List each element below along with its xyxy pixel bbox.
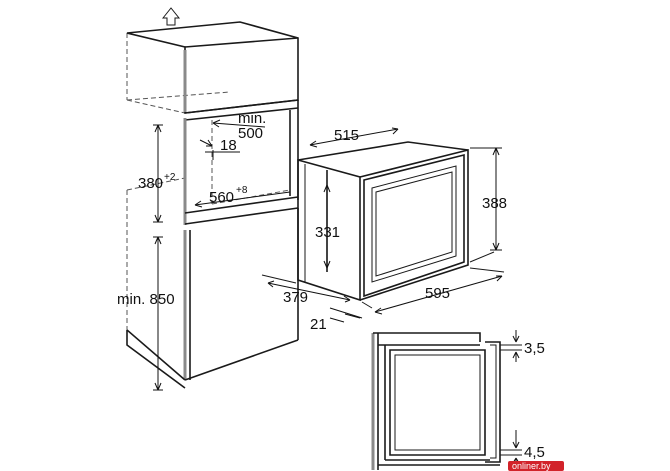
niche-width-dimension: 560 +8 (194, 185, 291, 208)
oven-width-dimension: 595 (361, 267, 505, 315)
bottom-gap-dimension: 4,5 (500, 430, 545, 466)
niche-height-tolerance: +2 (164, 172, 176, 183)
oven-body-height-dimension: 331 (315, 184, 340, 269)
oven-body-depth-label: 379 (283, 289, 308, 306)
niche-depth-line2: 500 (238, 125, 263, 142)
watermark-text: onliner.by (512, 461, 551, 471)
section-detail (371, 332, 501, 470)
niche-width-label: 560 (209, 189, 234, 206)
oven-front-height-label: 388 (482, 195, 507, 212)
oven-appliance (297, 141, 469, 302)
cabinet-height-label: min. 850 (117, 291, 175, 308)
oven-width-label: 595 (425, 285, 450, 302)
oven-front-height-dimension: 388 (469, 147, 507, 263)
top-gap-dimension: 3,5 (500, 330, 545, 362)
inner-gap-dimension: 18 (199, 137, 240, 160)
bottom-gap-label: 4,5 (524, 444, 545, 461)
cabinet-height-dimension: min. 850 (117, 236, 175, 391)
inner-gap-label: 18 (220, 137, 237, 154)
oven-body-depth-dimension: 379 (261, 274, 351, 306)
up-arrow-outline-icon (161, 7, 181, 26)
niche-depth-line1: min. (238, 110, 266, 127)
niche-height-label: 380 (138, 175, 163, 192)
niche-depth-dimension: min. 500 (212, 110, 266, 142)
front-overhang-dimension: 21 (310, 307, 363, 333)
top-gap-label: 3,5 (524, 340, 545, 357)
watermark: onliner.by (508, 461, 564, 471)
oven-body-height-label: 331 (315, 224, 340, 241)
front-overhang-label: 21 (310, 316, 327, 333)
niche-width-tolerance: +8 (236, 185, 248, 196)
oven-depth-dimension: 515 (309, 127, 399, 148)
niche-height-dimension: 380 +2 (138, 124, 176, 223)
oven-depth-label: 515 (334, 127, 359, 144)
